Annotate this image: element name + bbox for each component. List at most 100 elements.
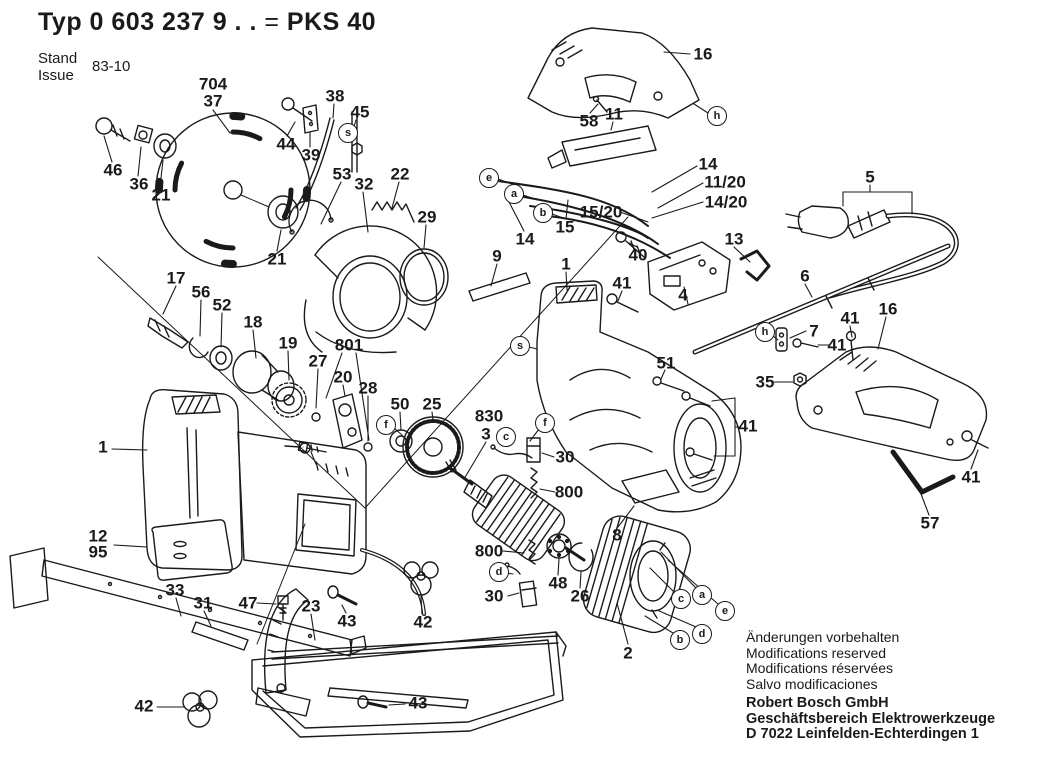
stator [582, 515, 691, 634]
part-label-30: 30 [555, 447, 575, 467]
part-label-5: 5 [865, 167, 875, 187]
lockoff-plate [547, 95, 657, 169]
part-label-41: 41 [738, 416, 758, 436]
part-label-16: 16 [693, 44, 713, 64]
part-label-42: 42 [134, 696, 154, 716]
footer-company-line: Robert Bosch GmbH [746, 695, 889, 711]
model-name: PKS 40 [286, 8, 377, 36]
callout-circle-a: a [504, 184, 524, 204]
part-label-44: 44 [276, 134, 296, 154]
callout-circle-d: d [489, 562, 509, 582]
baseplate [251, 631, 567, 738]
cord-protector [692, 243, 951, 355]
callout-circle-c: c [496, 427, 516, 447]
callout-circle-s: s [338, 123, 358, 143]
return-spring [371, 201, 415, 223]
part-label-50: 50 [390, 394, 410, 414]
part-label-42: 42 [413, 612, 433, 632]
part-label-18: 18 [243, 312, 263, 332]
part-label-95: 95 [88, 542, 108, 562]
rear-handle-housing [795, 346, 988, 462]
part-label-1: 1 [98, 437, 108, 457]
part-label-2: 2 [623, 643, 633, 663]
part-label-47: 47 [238, 593, 258, 613]
callout-circle-s: s [510, 336, 530, 356]
title-row: Typ 0 603 237 9 . . = PKS 40 [38, 8, 376, 37]
motor-housing-right [536, 280, 742, 513]
callout-circle-h: h [755, 322, 775, 342]
part-label-9: 9 [492, 246, 502, 266]
part-label-53: 53 [332, 164, 352, 184]
issue-value: 83-10 [92, 58, 131, 75]
part-label-14: 14 [515, 229, 535, 249]
issue-label: Issue [38, 67, 74, 84]
type-number: 0 603 237 9 . . [89, 8, 257, 36]
arbor-bolt-and-flanges [95, 117, 299, 229]
callout-circle-e: e [715, 601, 735, 621]
footer-company-line: Geschäftsbereich Elektrowerkzeuge [746, 710, 996, 727]
equals-sign: = [264, 8, 280, 36]
part-label-830: 830 [474, 406, 504, 426]
part-label-37: 37 [203, 91, 223, 111]
footer-company-line: D 7022 Leinfelden-Echterdingen 1 [746, 726, 979, 742]
plate-screws [327, 585, 388, 709]
wing-knobs [182, 561, 439, 728]
blade-guard [303, 225, 438, 354]
part-label-48: 48 [548, 573, 568, 593]
stand-label: Stand [38, 50, 78, 67]
part-label-41: 41 [961, 467, 981, 487]
part-label-14-20: 14/20 [704, 192, 748, 212]
part-label-21: 21 [151, 185, 171, 205]
part-label-27: 27 [308, 351, 328, 371]
part-label-21: 21 [267, 249, 287, 269]
part-label-38: 38 [325, 86, 345, 106]
part-label-33: 33 [165, 580, 185, 600]
power-cord [785, 205, 959, 299]
part-label-22: 22 [390, 164, 410, 184]
typ-label: Typ [38, 8, 83, 36]
stand-issue-block: Stand Issue [38, 50, 77, 84]
part-label-1: 1 [561, 254, 571, 274]
part-label-32: 32 [354, 174, 374, 194]
part-label-29: 29 [417, 207, 437, 227]
part-label-20: 20 [333, 367, 353, 387]
armature [445, 459, 586, 562]
part-label-41: 41 [827, 335, 847, 355]
switch [647, 241, 731, 311]
part-label-43: 43 [337, 611, 357, 631]
gear-train [147, 317, 464, 478]
part-label-801: 801 [334, 335, 364, 355]
guard-spring-clip [288, 199, 334, 235]
top-handle-housing [527, 27, 700, 119]
callout-circle-b: b [670, 630, 690, 650]
part-label-30: 30 [484, 586, 504, 606]
housing-screws-right [606, 293, 713, 461]
cable-clip [739, 249, 771, 282]
part-label-19: 19 [278, 333, 298, 353]
part-label-57: 57 [920, 513, 940, 533]
part-label-704: 704 [198, 74, 228, 94]
part-label-11-20: 11/20 [704, 172, 746, 192]
part-label-800: 800 [474, 541, 504, 561]
part-label-11: 11 [605, 104, 623, 124]
part-label-31: 31 [193, 593, 213, 613]
footer-notice-line: Modifications reserved [746, 644, 887, 661]
part-label-40: 40 [628, 245, 648, 265]
part-label-51: 51 [656, 353, 676, 373]
part-label-23: 23 [301, 596, 321, 616]
footer-notice-line: Modifications réservées [746, 660, 894, 676]
armature-bearing [546, 533, 594, 572]
callout-circle-h: h [707, 106, 727, 126]
rubber-ring [399, 248, 449, 306]
guard-screw-and-plate [281, 97, 363, 156]
callout-circle-a: a [692, 585, 712, 605]
brush-upper [490, 437, 541, 499]
saw-blade [155, 112, 311, 268]
part-label-46: 46 [103, 160, 123, 180]
callout-circle-f: f [376, 415, 396, 435]
part-label-26: 26 [570, 586, 590, 606]
gearbox-screw [297, 441, 327, 453]
